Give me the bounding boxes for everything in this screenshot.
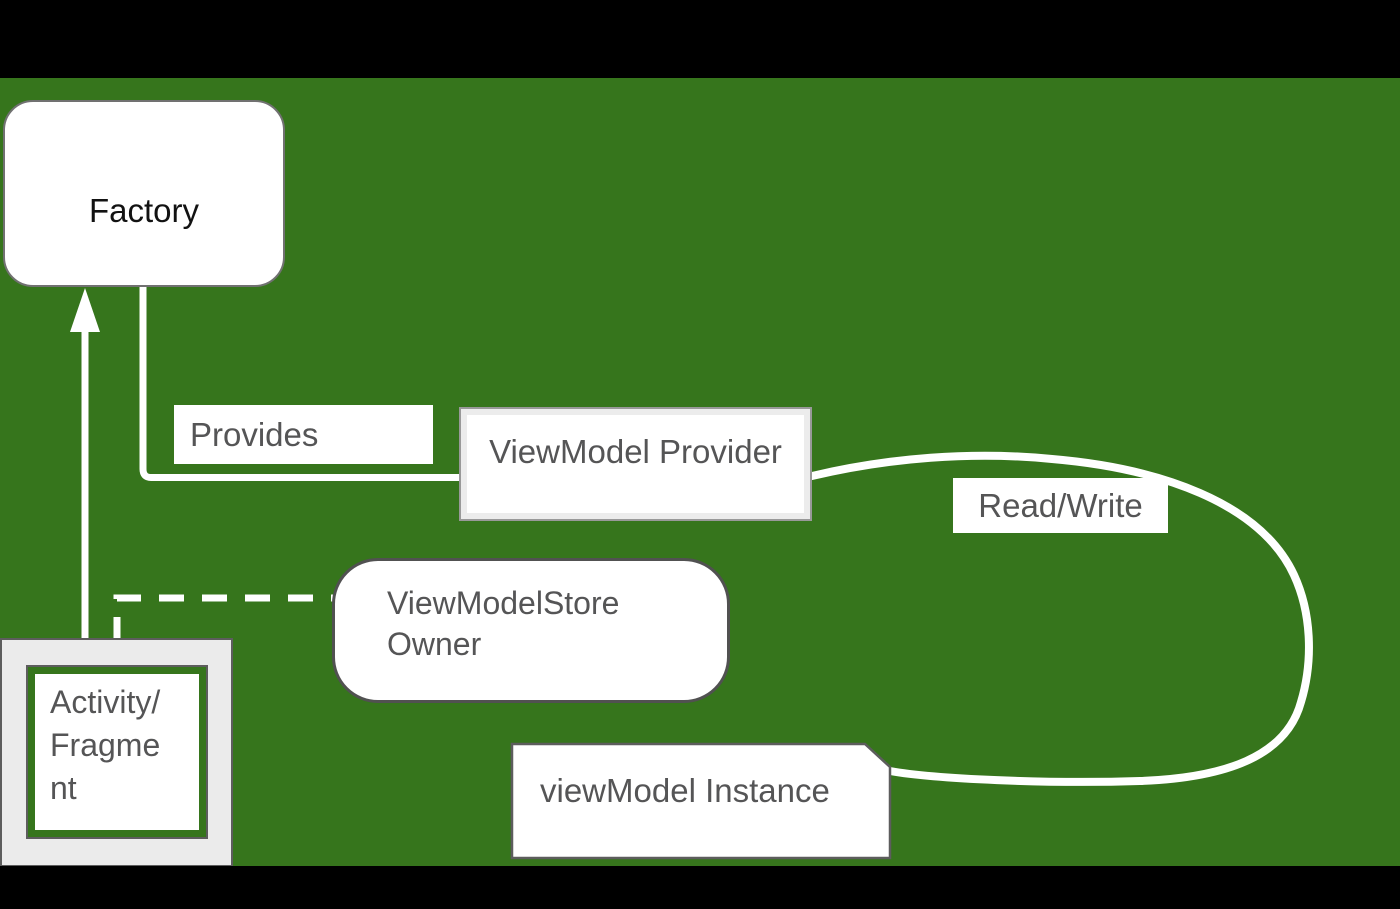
viewmodelstore-owner-node: ViewModelStore Owner bbox=[332, 558, 730, 703]
viewmodel-instance-node: viewModel Instance bbox=[512, 744, 890, 858]
owner-dashed-connector bbox=[113, 594, 334, 642]
viewmodel-provider-label: ViewModel Provider bbox=[489, 433, 782, 470]
letterbox-top bbox=[0, 0, 1400, 78]
factory-arrowhead-up-icon bbox=[70, 288, 100, 332]
factory-node: Factory bbox=[3, 100, 285, 287]
viewmodel-instance-label: viewModel Instance bbox=[540, 772, 830, 809]
provides-edge-label: Provides bbox=[174, 405, 433, 464]
viewmodel-instance-shape bbox=[510, 742, 892, 860]
read-write-edge-label: Read/Write bbox=[953, 478, 1168, 533]
read-write-curve bbox=[808, 451, 1313, 786]
provides-label-text: Provides bbox=[190, 415, 319, 453]
activity-fragment-container: Activity/ Fragme nt bbox=[0, 638, 233, 867]
provides-connector-line bbox=[139, 287, 460, 481]
viewmodel-provider-node: ViewModel Provider bbox=[459, 407, 812, 521]
letterbox-bottom bbox=[0, 866, 1400, 909]
activity-fragment-node: Activity/ Fragme nt bbox=[28, 667, 206, 837]
factory-label: Factory bbox=[88, 192, 200, 229]
read-write-label-text: Read/Write bbox=[978, 486, 1143, 524]
